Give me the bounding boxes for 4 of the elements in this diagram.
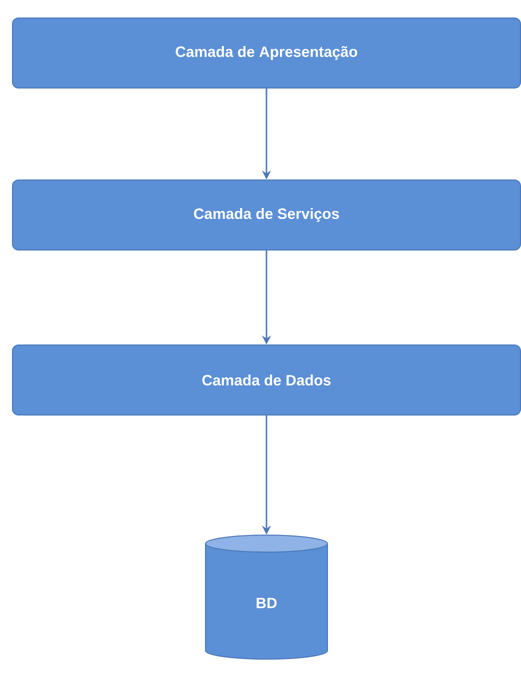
layer-box: Camada de Apresentação: [12, 18, 521, 88]
layer-box: Camada de Dados: [12, 344, 521, 416]
database-cylinder: BD: [205, 534, 328, 660]
layer-box: Camada de Serviços: [12, 180, 521, 250]
